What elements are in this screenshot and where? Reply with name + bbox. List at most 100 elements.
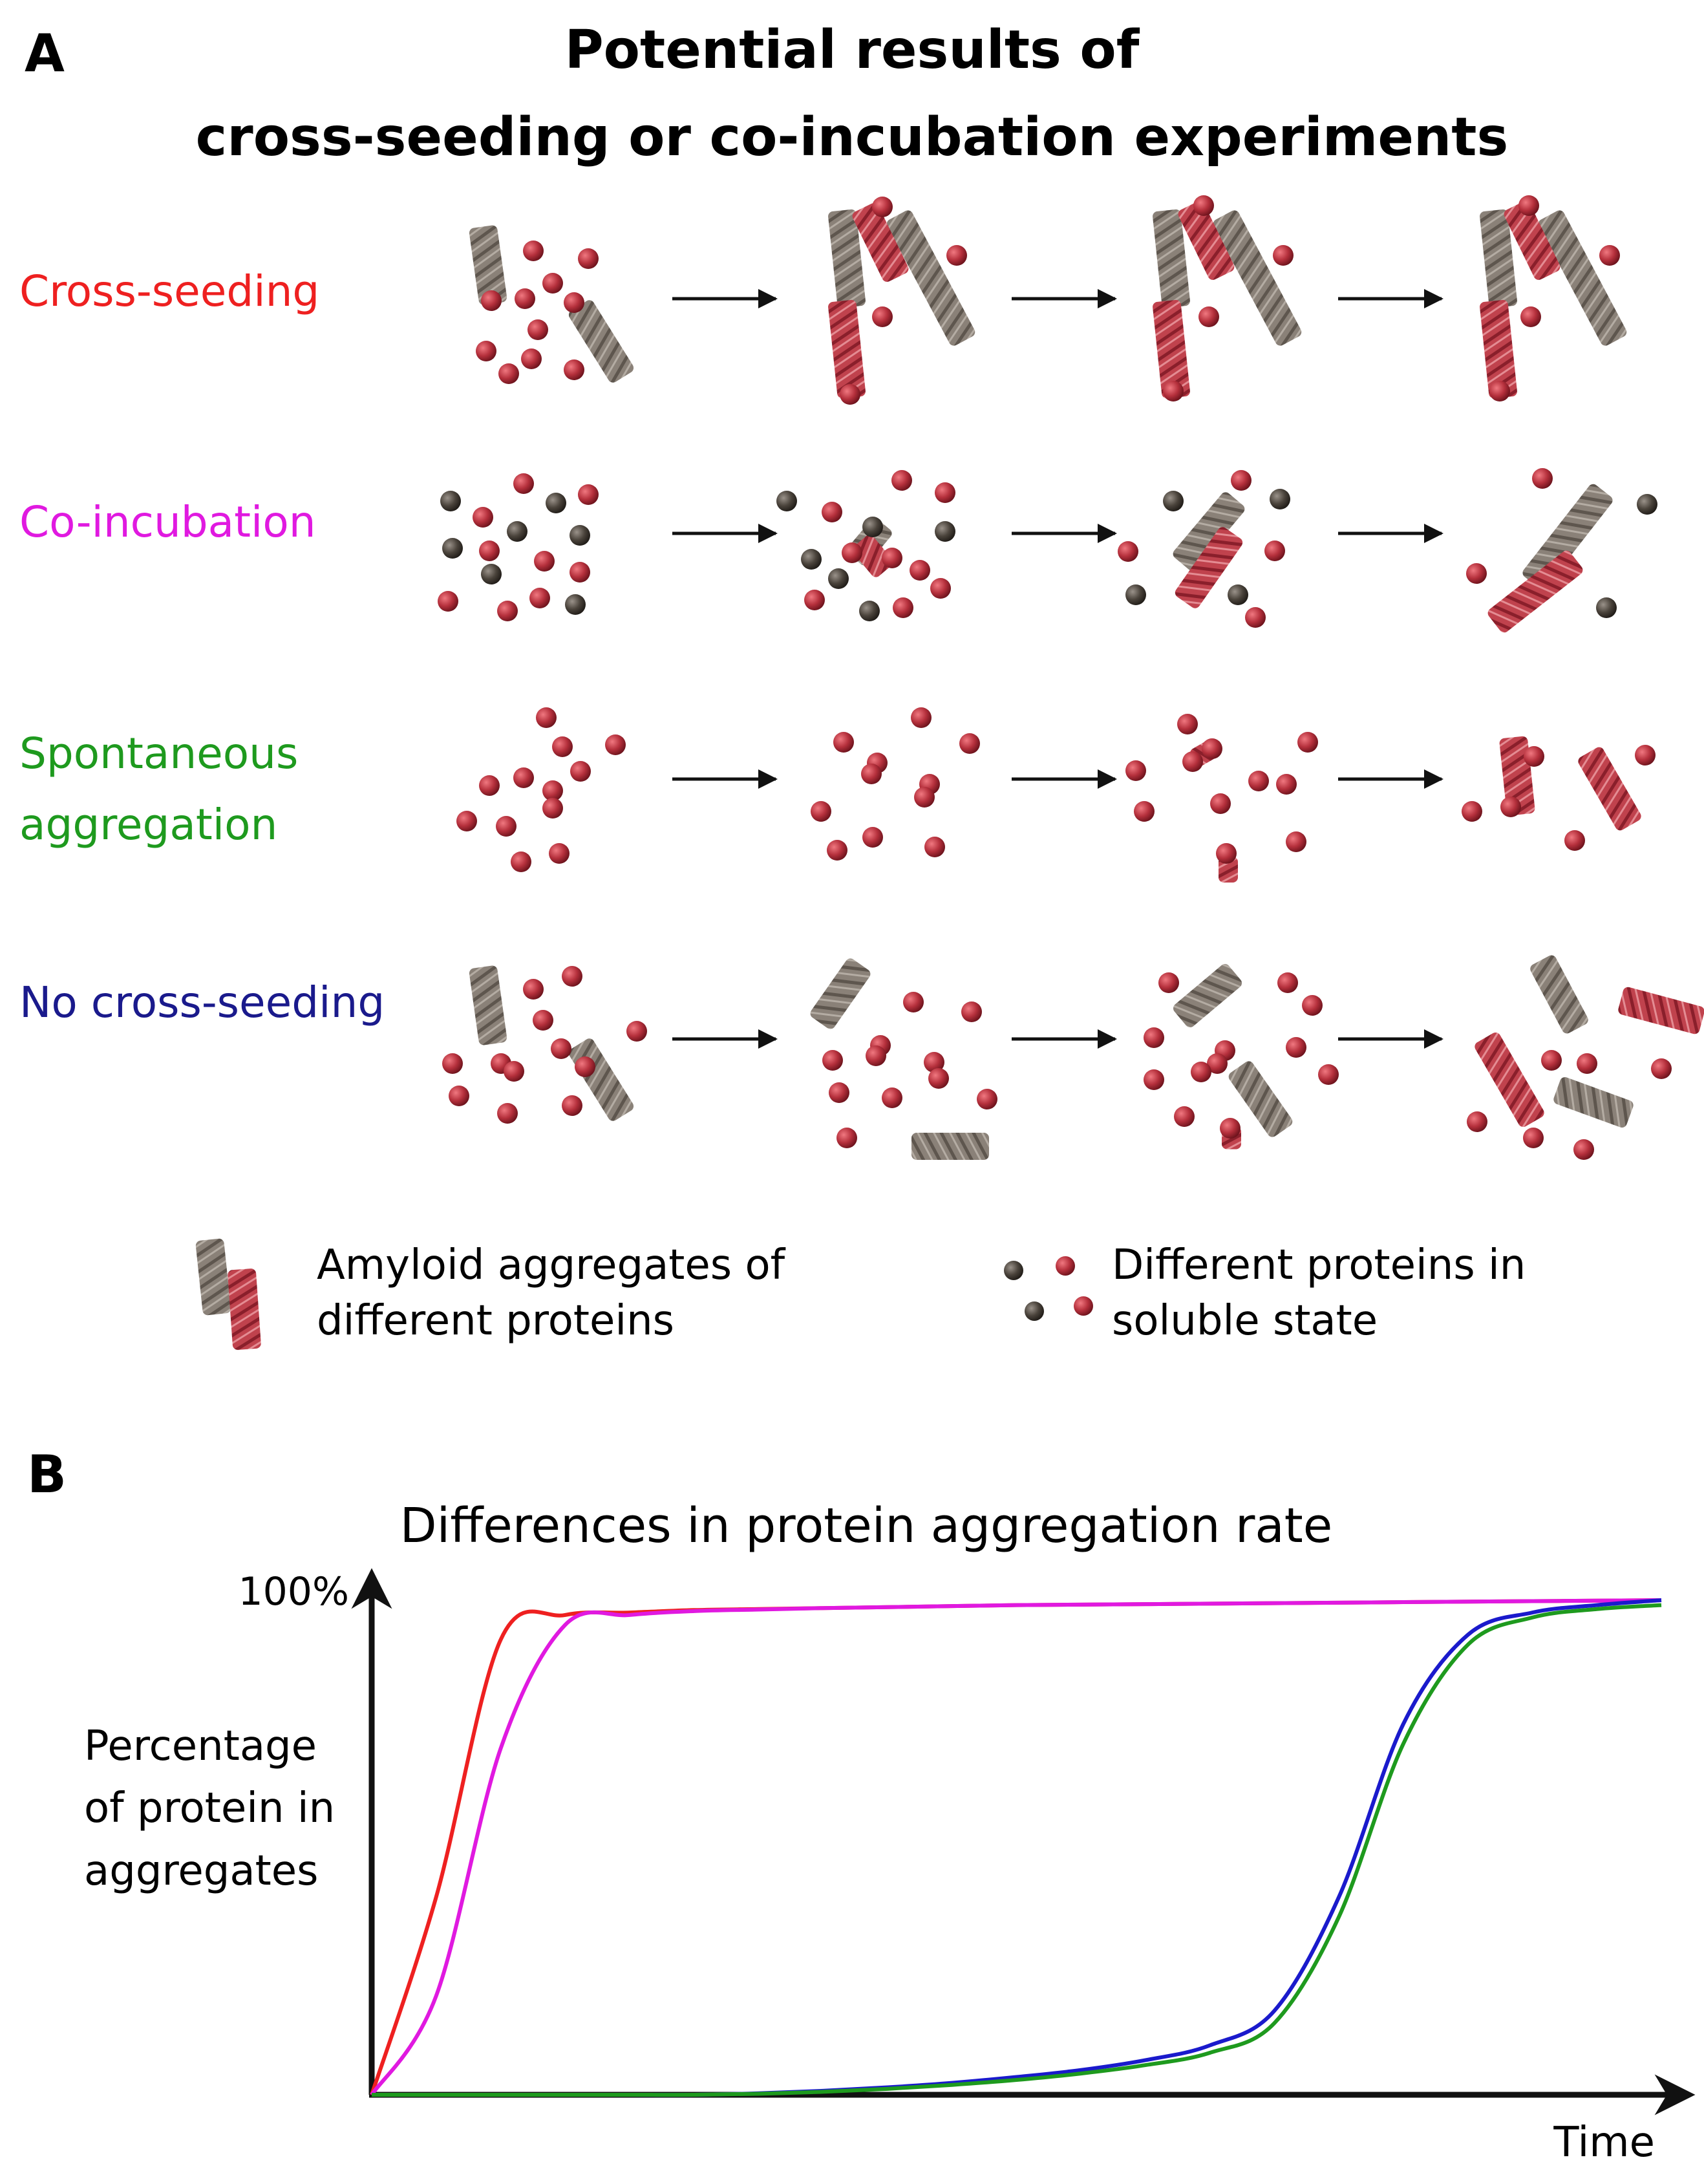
red-protein-monomer bbox=[910, 560, 930, 581]
red-protein-monomer bbox=[542, 273, 563, 294]
red-protein-monomer bbox=[515, 288, 535, 309]
red-protein-monomer bbox=[521, 348, 542, 369]
red-amyloid-fibril bbox=[1178, 201, 1235, 280]
gray-amyloid-fibril bbox=[886, 210, 975, 346]
red-protein-monomer bbox=[930, 578, 951, 599]
red-protein-monomer bbox=[1518, 195, 1539, 216]
red-protein-monomer bbox=[866, 1045, 886, 1066]
red-protein-monomer bbox=[511, 851, 531, 872]
red-protein-monomer bbox=[527, 319, 548, 340]
red-protein-monomer bbox=[575, 1056, 595, 1077]
dark-protein-monomer bbox=[801, 549, 822, 570]
red-protein-monomer bbox=[1182, 751, 1203, 772]
y-tick-100: 100% bbox=[238, 1569, 349, 1614]
row-label-co-incubation: Co-incubation bbox=[19, 497, 316, 547]
red-protein-monomer bbox=[476, 341, 496, 361]
red-protein-monomer bbox=[570, 562, 590, 583]
red-protein-monomer bbox=[1520, 306, 1541, 327]
red-protein-monomer bbox=[882, 1087, 902, 1108]
red-protein-monomer bbox=[513, 767, 534, 788]
red-protein-monomer bbox=[533, 1010, 553, 1031]
gray-amyloid-fibril bbox=[1173, 492, 1245, 571]
red-protein-monomer bbox=[836, 1128, 857, 1148]
red-protein-monomer bbox=[1573, 1139, 1594, 1160]
red-amyloid-fibril bbox=[852, 535, 893, 577]
row-label-cross-seeding: Cross-seeding bbox=[19, 266, 319, 316]
red-protein-monomer bbox=[549, 843, 570, 864]
row-label-spontaneous-line2: aggregation bbox=[19, 800, 277, 850]
red-protein-monomer bbox=[578, 484, 599, 505]
red-protein-monomer bbox=[578, 248, 599, 269]
dark-protein-monomer bbox=[565, 594, 586, 615]
red-protein-monomer bbox=[1144, 1027, 1164, 1048]
red-protein-monomer bbox=[911, 707, 932, 728]
red-protein-monomer bbox=[1245, 607, 1266, 628]
red-protein-monomer bbox=[1198, 306, 1219, 327]
gray-amyloid-fibril bbox=[1480, 209, 1517, 308]
red-protein-monomer bbox=[872, 197, 893, 217]
red-protein-monomer bbox=[504, 1061, 524, 1082]
red-protein-monomer bbox=[1532, 468, 1553, 489]
red-protein-monomer bbox=[893, 597, 913, 618]
red-protein-monomer bbox=[562, 1095, 582, 1116]
red-protein-monomer bbox=[872, 306, 893, 327]
red-amyloid-fibril bbox=[1175, 527, 1243, 608]
gray-amyloid-fibril bbox=[810, 958, 871, 1029]
red-protein-monomer bbox=[1467, 1111, 1487, 1132]
gray-amyloid-fibril bbox=[828, 209, 866, 308]
red-amyloid-fibril bbox=[852, 203, 909, 282]
red-protein-monomer bbox=[497, 1103, 518, 1124]
red-protein-monomer bbox=[1125, 760, 1146, 781]
red-protein-monomer bbox=[946, 245, 967, 266]
red-protein-monomer bbox=[924, 1052, 944, 1073]
panel-a-title-line2: cross-seeding or co-incubation experimen… bbox=[196, 107, 1509, 168]
red-protein-monomer bbox=[1177, 714, 1198, 734]
red-protein-monomer bbox=[935, 482, 955, 503]
series-line-0 bbox=[370, 1598, 1662, 2095]
red-protein-monomer bbox=[564, 359, 584, 380]
red-protein-monomer bbox=[1564, 830, 1585, 851]
legend-soluble-line1: Different proteins in bbox=[1112, 1241, 1526, 1289]
dark-protein-monomer bbox=[862, 517, 883, 537]
red-protein-monomer bbox=[1318, 1064, 1339, 1085]
red-protein-monomer bbox=[1523, 1128, 1544, 1148]
gray-amyloid-fibril bbox=[1173, 964, 1242, 1027]
row-label-spontaneous-line1: Spontaneous bbox=[19, 729, 298, 778]
dark-protein-monomer bbox=[507, 521, 527, 542]
dark-protein-monomer bbox=[1637, 494, 1657, 515]
red-protein-monomer bbox=[882, 548, 902, 568]
gray-amyloid-fibril bbox=[1538, 210, 1627, 346]
red-protein-monomer bbox=[1462, 801, 1482, 822]
red-amyloid-fibril bbox=[1618, 987, 1704, 1034]
red-protein-monomer bbox=[1276, 774, 1297, 795]
red-protein-monomer bbox=[562, 966, 582, 987]
legend: Amyloid aggregates of different proteins… bbox=[195, 1238, 1526, 1350]
red-protein-monomer bbox=[1134, 801, 1155, 822]
panel-a-title-line1: Potential results of bbox=[565, 19, 1140, 81]
red-protein-monomer bbox=[1163, 381, 1184, 401]
red-protein-monomer bbox=[498, 363, 519, 384]
red-protein-monomer bbox=[862, 827, 883, 848]
red-protein-monomer bbox=[605, 734, 626, 755]
y-label-line1: Percentage bbox=[84, 1722, 317, 1770]
red-protein-monomer bbox=[829, 1082, 849, 1103]
chart-series bbox=[370, 1598, 1662, 2097]
dark-protein-monomer bbox=[1163, 491, 1184, 511]
red-amyloid-fibril bbox=[1153, 299, 1190, 399]
red-protein-monomer bbox=[1210, 793, 1231, 814]
dark-protein-monomer bbox=[440, 491, 461, 511]
red-protein-monomer bbox=[811, 801, 831, 822]
red-protein-monomer bbox=[891, 470, 912, 491]
panel-a-letter: A bbox=[25, 23, 65, 83]
red-protein-monomer bbox=[1216, 843, 1237, 864]
red-protein-monomer bbox=[1220, 1118, 1241, 1139]
fibril-illustrations bbox=[469, 201, 1704, 1160]
red-protein-monomer bbox=[1248, 771, 1269, 791]
red-protein-monomer bbox=[1302, 995, 1323, 1016]
red-protein-monomer bbox=[1489, 381, 1510, 401]
red-protein-monomer bbox=[1297, 732, 1318, 753]
chart-title: Differences in protein aggregation rate bbox=[400, 1498, 1333, 1554]
red-protein-monomer bbox=[1264, 541, 1285, 561]
legend-aggregates-line2: different proteins bbox=[317, 1297, 674, 1345]
x-label: Time bbox=[1553, 2119, 1655, 2167]
